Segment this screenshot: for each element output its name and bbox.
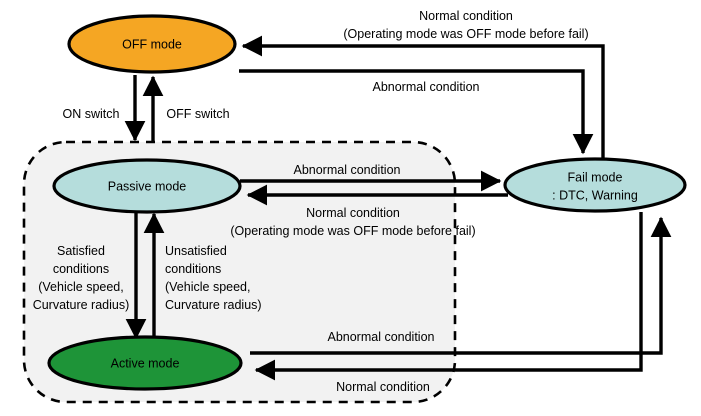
node-active-mode[interactable]: Active mode [47,335,243,391]
label-abnormal-condition-middle: Abnormal condition [293,163,400,177]
label-off-switch: OFF switch [166,107,229,121]
label-normal-condition-middle-line1: Normal condition [306,206,400,220]
fail-mode-label-line1: Fail mode [568,170,623,184]
passive-mode-ellipse[interactable] [52,158,242,214]
label-unsatisfied-line1: Unsatisfied [165,244,227,258]
label-satisfied-line2: conditions [53,262,109,276]
edge-active-to-fail-abnormal [250,216,672,355]
edge-off-to-fail-abnormal [239,69,594,155]
active-mode-ellipse[interactable] [47,335,243,391]
node-off-mode[interactable]: OFF mode [67,14,237,74]
label-on-switch: ON switch [63,107,120,121]
passive-mode-label: Passive mode [108,179,187,193]
label-normal-condition-bottom: Normal condition [336,380,430,394]
label-normal-condition-top-line2: (Operating mode was OFF mode before fail… [343,27,588,41]
label-unsatisfied-line2: conditions [165,262,221,276]
label-normal-condition-top-line1: Normal condition [419,9,513,23]
label-unsatisfied-line4: Curvature radius) [165,298,262,312]
label-normal-condition-middle-line2: (Operating mode was OFF mode before fail… [230,224,475,238]
edge-fail-to-active-normal [254,212,643,381]
edge-fail-to-off-normal [241,35,605,160]
label-satisfied-line3: (Vehicle speed, [38,280,123,294]
label-unsatisfied-line3: (Vehicle speed, [165,280,250,294]
active-mode-label: Active mode [111,356,180,370]
label-abnormal-condition-top: Abnormal condition [372,80,479,94]
label-satisfied-line4: Curvature radius) [33,298,130,312]
label-abnormal-condition-bottom: Abnormal condition [327,330,434,344]
fail-mode-ellipse[interactable] [503,157,687,213]
label-satisfied-line1: Satisfied [57,244,105,258]
node-passive-mode[interactable]: Passive mode [52,158,242,214]
node-fail-mode[interactable]: Fail mode : DTC, Warning [503,157,687,213]
fail-mode-label-line2: : DTC, Warning [552,188,638,202]
off-mode-label: OFF mode [122,37,182,51]
off-mode-ellipse[interactable] [67,14,237,74]
